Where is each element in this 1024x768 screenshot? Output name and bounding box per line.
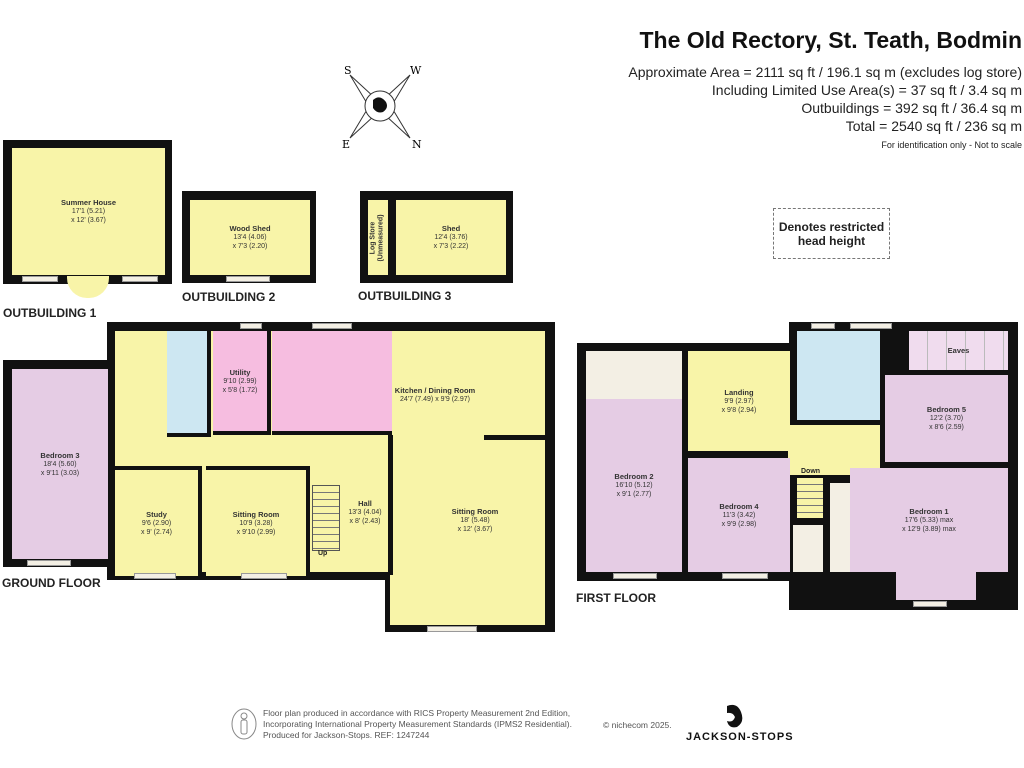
compass-icon: S W E N bbox=[342, 64, 422, 150]
wall bbox=[388, 435, 393, 575]
landing-corridor bbox=[788, 425, 880, 475]
room-bathroom bbox=[797, 331, 880, 420]
footer-line: Floor plan produced in accordance with R… bbox=[263, 708, 571, 718]
hallway bbox=[390, 331, 545, 625]
wardrobe bbox=[586, 351, 682, 399]
stairs-label: Down bbox=[801, 468, 821, 475]
window bbox=[722, 573, 768, 579]
room-shower bbox=[167, 331, 211, 437]
bay-window-area bbox=[896, 572, 976, 600]
compass-e: E bbox=[342, 138, 350, 150]
cupboard bbox=[793, 525, 823, 572]
outbuilding-3-label: OUTBUILDING 3 bbox=[358, 289, 452, 303]
footer-text: Floor plan produced in accordance with R… bbox=[263, 708, 572, 741]
window bbox=[312, 323, 352, 329]
window bbox=[122, 276, 158, 282]
footer-line: Incorporating International Property Mea… bbox=[263, 719, 572, 729]
window bbox=[22, 276, 58, 282]
area-line: Total = 2540 sq ft / 236 sq m bbox=[845, 118, 1022, 134]
window bbox=[913, 601, 947, 607]
scale-note: For identification only - Not to scale bbox=[881, 140, 1022, 150]
outbuilding-1-label: OUTBUILDING 1 bbox=[3, 306, 97, 320]
window bbox=[241, 573, 287, 579]
legend-line: head height bbox=[797, 233, 866, 248]
room-eaves: Eaves bbox=[909, 331, 1008, 370]
window bbox=[850, 323, 892, 329]
area-line: Including Limited Use Area(s) = 37 sq ft… bbox=[711, 82, 1022, 98]
kitchen-area bbox=[272, 331, 392, 435]
ground-floor-label: GROUND FLOOR bbox=[2, 576, 101, 590]
compass-n: N bbox=[412, 138, 422, 150]
person-icon bbox=[231, 708, 257, 740]
brand-name: JACKSON-STOPS bbox=[686, 731, 794, 743]
restricted-height-legend: Denotes restricted head height bbox=[773, 208, 890, 259]
area-line: Outbuildings = 392 sq ft / 36.4 sq m bbox=[801, 100, 1022, 116]
area-line: Approximate Area = 2111 sq ft / 196.1 sq… bbox=[628, 64, 1022, 80]
double-door bbox=[67, 276, 109, 298]
room-log-store: Log Store(Unmeasured) bbox=[368, 200, 388, 275]
window bbox=[134, 573, 176, 579]
property-title: The Old Rectory, St. Teath, Bodmin bbox=[639, 27, 1022, 53]
staircase bbox=[797, 478, 823, 518]
window bbox=[226, 276, 270, 282]
compass-s: S bbox=[344, 64, 352, 77]
legend-line: Denotes restricted bbox=[778, 219, 885, 234]
window bbox=[811, 323, 835, 329]
footer-line: Produced for Jackson-Stops. REF: 1247244 bbox=[263, 730, 430, 740]
stairs-label: Up bbox=[318, 550, 328, 557]
staircase bbox=[312, 485, 340, 551]
window bbox=[240, 323, 262, 329]
window bbox=[27, 560, 71, 566]
jackson-stops-logo-icon bbox=[727, 704, 743, 728]
first-floor-label: FIRST FLOOR bbox=[576, 591, 656, 605]
outbuilding-2-label: OUTBUILDING 2 bbox=[182, 290, 276, 304]
copyright: © nichecom 2025. bbox=[603, 720, 672, 730]
cupboard bbox=[830, 483, 850, 572]
window bbox=[427, 626, 477, 632]
wall bbox=[484, 435, 545, 440]
compass-w: W bbox=[410, 64, 422, 77]
window bbox=[613, 573, 657, 579]
